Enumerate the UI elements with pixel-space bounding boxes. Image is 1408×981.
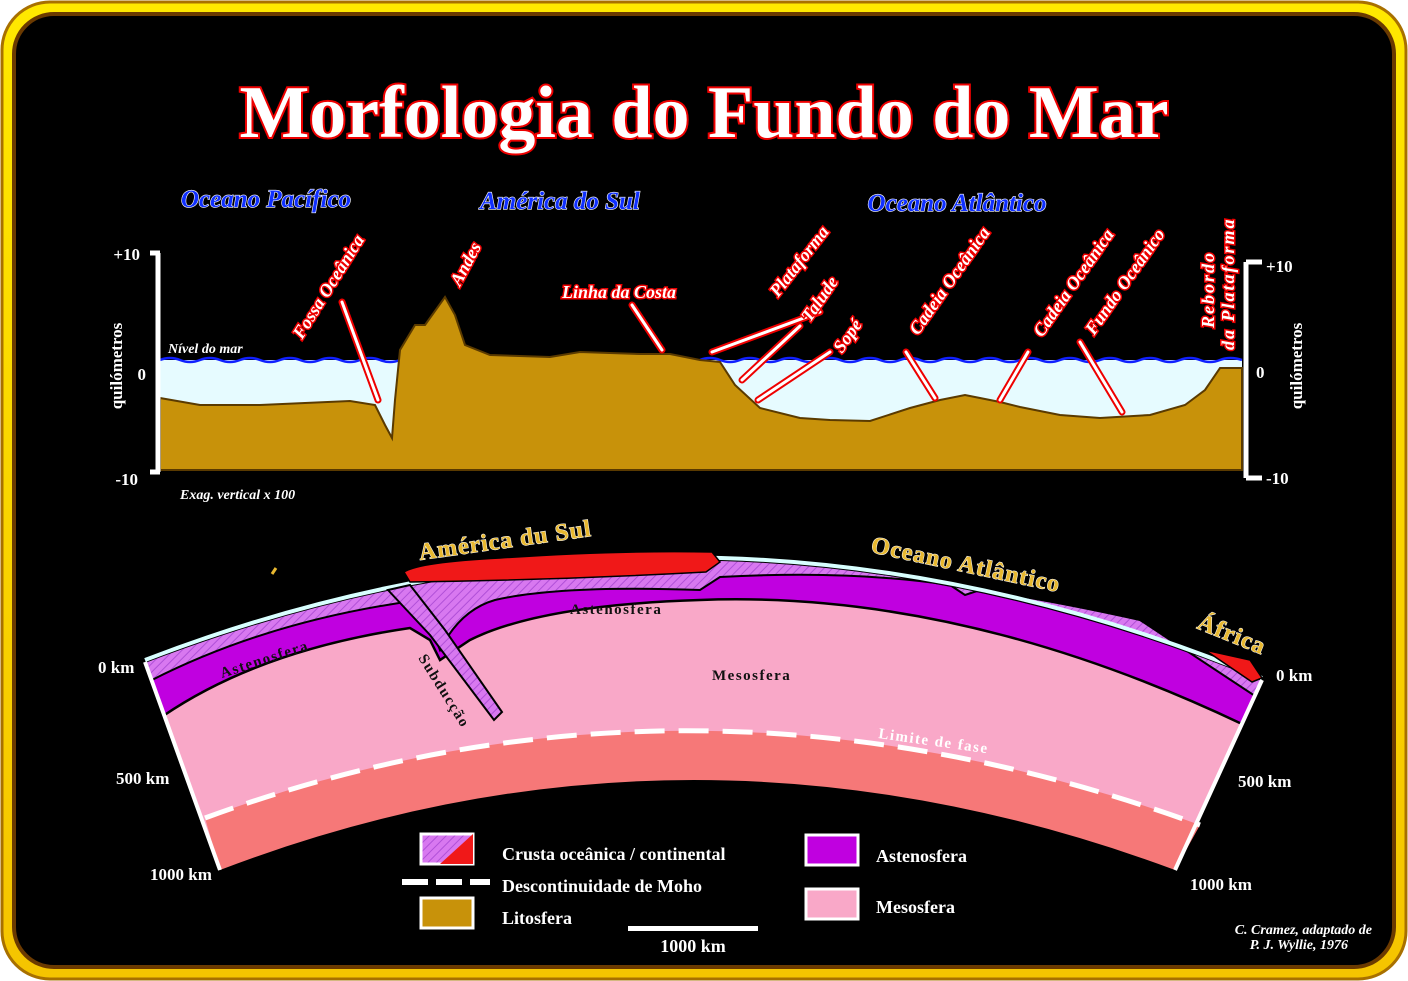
depth-0-right: 0 km: [1276, 666, 1312, 685]
lower-mantle-layer: [205, 730, 1200, 870]
axis-right-top: +10: [1266, 257, 1293, 276]
section-edges: [143, 661, 1264, 871]
legend-crust-label: Crusta oceânica / continental: [502, 844, 725, 864]
left-axis: [150, 250, 161, 475]
legend-mesosphere: Mesosfera: [804, 887, 955, 921]
legend-moho-label: Descontinuidade de Moho: [502, 876, 702, 896]
depth-500-left: 500 km: [116, 769, 169, 788]
depth-500-right: 500 km: [1238, 772, 1291, 791]
label-rebordo-1: Rebordo: [1198, 251, 1218, 329]
depth-1000-left: 1000 km: [150, 865, 212, 884]
legend-lithosphere-label: Litosfera: [502, 908, 572, 928]
right-axis: [1243, 259, 1262, 481]
axis-left-unit: quilómetros: [107, 322, 126, 409]
depth-1000-right: 1000 km: [1190, 875, 1252, 894]
legend-asthenosphere-label: Astenosfera: [876, 846, 967, 866]
legend-crust: Crusta oceânica / continental: [419, 832, 725, 866]
label-atlantic: Oceano Atlântico: [868, 190, 1047, 217]
scale-bar: [628, 926, 758, 931]
axis-right-zero: 0: [1256, 363, 1265, 382]
legend-mesosphere-swatch: [804, 887, 860, 921]
legend: Crusta oceânica / continental Descontinu…: [402, 832, 967, 930]
phase-boundary: [204, 728, 1201, 828]
legend-asthenosphere: Astenosfera: [804, 833, 967, 867]
small-mark: [270, 567, 278, 575]
axis-right-unit: quilómetros: [1287, 322, 1306, 409]
label-pacific: Oceano Pacífico: [181, 186, 351, 213]
legend-moho: Descontinuidade de Moho: [402, 876, 702, 896]
continental-crust-africa: [1204, 649, 1264, 683]
scale-bar-label: 1000 km: [660, 936, 726, 956]
legend-mesosphere-label: Mesosfera: [876, 897, 955, 917]
sea-level-label: Nível do mar: [167, 342, 243, 357]
legend-continental-swatch: [440, 834, 473, 864]
axis-left-bottom: -10: [115, 470, 138, 489]
subducting-slab: [386, 583, 504, 722]
label-linha-costa: Linha da Costa: [561, 282, 676, 302]
annotation-arrows: [338, 298, 1126, 416]
label-asthenosphere-mid: Astenosfera: [570, 602, 662, 618]
page-title: Morfologia do Fundo do Mar: [239, 72, 1168, 154]
label-south-america: América do Sul: [478, 188, 640, 215]
legend-lithosphere: Litosfera: [419, 896, 572, 930]
credit-line-1: C. Cramez, adaptado de: [1235, 923, 1372, 938]
legend-lithosphere-swatch: [419, 896, 475, 930]
continental-crust-south-america: [402, 550, 722, 583]
legend-asthenosphere-swatch: [804, 833, 860, 867]
lithosphere-profile: [159, 295, 1243, 471]
axis-left-zero: 0: [138, 365, 147, 384]
label-mesosphere: Mesosfera: [712, 668, 791, 684]
vertical-exaggeration: Exag. vertical x 100: [179, 488, 295, 503]
earth-cross-section: América du Sul Oceano Atlântico África A…: [98, 515, 1312, 894]
axis-right-bottom: -10: [1266, 469, 1289, 488]
label-rebordo-2: da Plataforma: [1218, 218, 1238, 351]
axis-left-top: +10: [113, 245, 140, 264]
depth-0-left: 0 km: [98, 658, 134, 677]
credit-line-2: P. J. Wyllie, 1976: [1250, 938, 1348, 953]
